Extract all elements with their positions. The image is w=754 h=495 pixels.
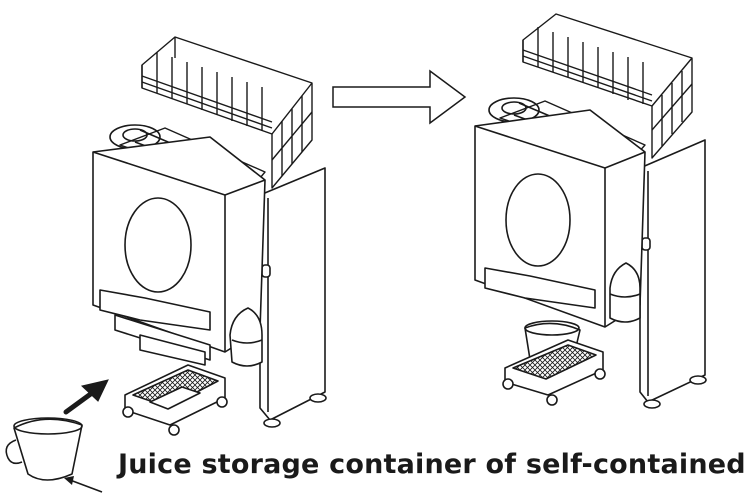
drip-tray — [502, 339, 606, 406]
juicer-machine-after — [474, 13, 707, 409]
black-arrow-icon — [63, 379, 109, 415]
cup-icon — [5, 417, 83, 481]
fruit-basket — [522, 13, 693, 159]
door-latch — [641, 237, 651, 251]
right-arrow-icon — [332, 69, 467, 125]
side-cabinet — [639, 139, 706, 403]
caption-pointer — [69, 479, 103, 493]
side-pitcher — [229, 307, 263, 367]
front-window — [124, 197, 192, 293]
side-cabinet — [259, 167, 326, 421]
juicer-machine-before — [92, 36, 327, 436]
drip-tray — [122, 364, 228, 436]
front-window — [505, 173, 571, 267]
fruit-basket — [141, 36, 313, 189]
door-latch — [261, 264, 271, 278]
diagram-caption: Juice storage container of self-containe… — [118, 449, 746, 480]
